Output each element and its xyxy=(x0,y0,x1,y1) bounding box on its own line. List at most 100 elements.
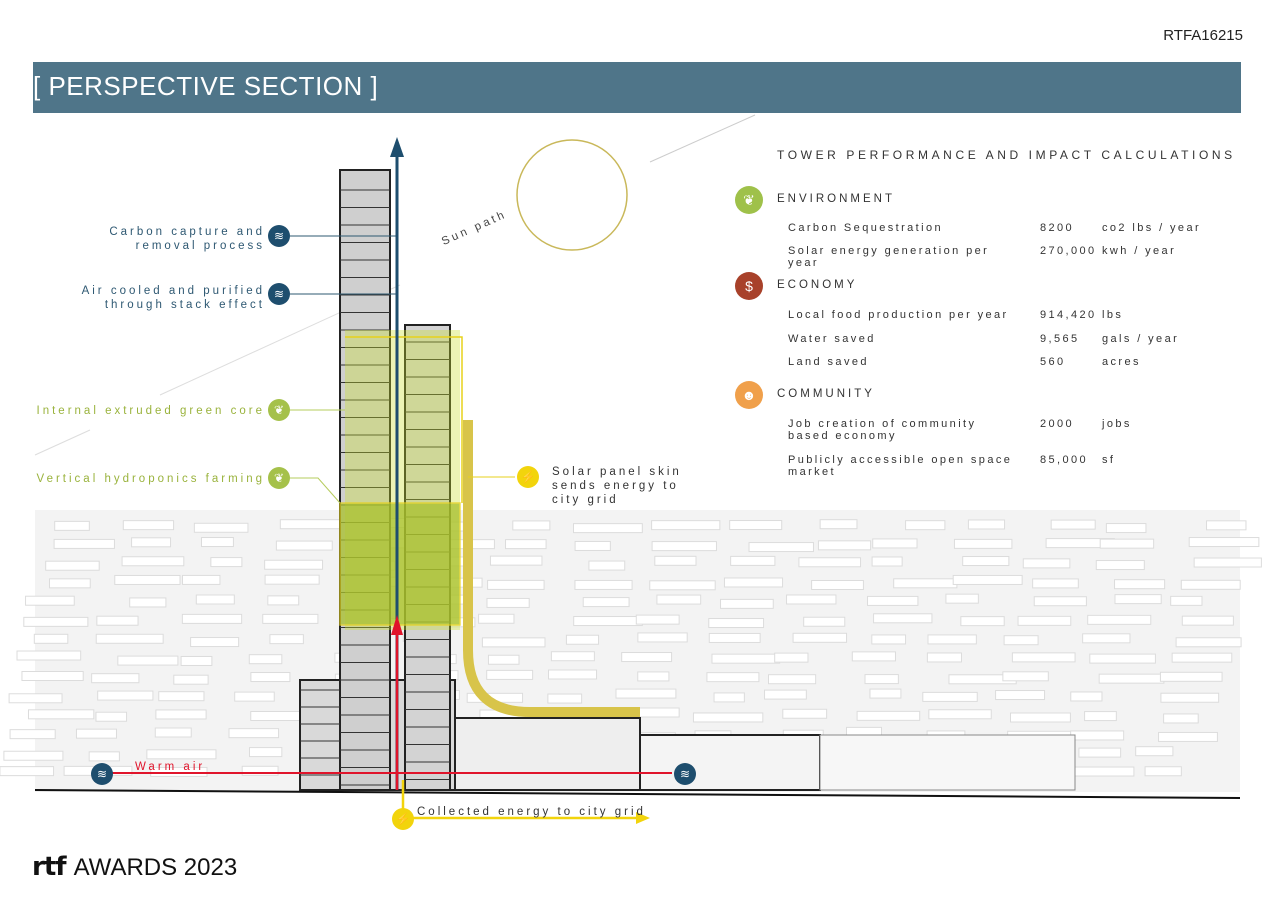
header-bar: [ PERSPECTIVE SECTION ] xyxy=(33,62,1241,113)
city-block xyxy=(713,692,745,703)
city-block xyxy=(264,559,324,570)
metric-value: 914,420 xyxy=(1040,309,1097,321)
city-block xyxy=(75,728,117,739)
city-block xyxy=(1078,747,1122,758)
metric-name: Local food production per year xyxy=(788,309,1009,321)
city-block xyxy=(864,674,899,685)
city-block xyxy=(851,651,896,662)
city-block xyxy=(1170,595,1203,606)
city-block xyxy=(792,632,848,643)
city-block xyxy=(486,597,530,608)
metric-unit: co2 lbs / year xyxy=(1102,222,1202,234)
city-block xyxy=(905,520,946,531)
city-block xyxy=(117,655,179,666)
city-block xyxy=(9,729,56,740)
city-block xyxy=(1171,652,1233,663)
ground-line xyxy=(34,789,1241,799)
city-block xyxy=(550,651,595,662)
wind-icon: ≋ xyxy=(674,763,696,785)
city-block xyxy=(180,655,213,666)
city-block xyxy=(121,556,185,567)
city-block xyxy=(774,652,809,663)
lightning-icon: ⚡ xyxy=(392,808,414,830)
city-block xyxy=(637,671,670,682)
city-block xyxy=(856,710,921,721)
city-block xyxy=(27,709,95,720)
city-block xyxy=(1082,633,1131,644)
city-block xyxy=(651,541,717,552)
city-block xyxy=(1144,766,1182,777)
city-block xyxy=(649,580,716,591)
city-block xyxy=(730,555,776,566)
city-block xyxy=(155,709,207,720)
city-block xyxy=(635,707,680,718)
city-block xyxy=(953,538,1013,549)
footer-text: AWARDS 2023 xyxy=(73,854,238,881)
sun-path-line xyxy=(649,114,756,163)
city-block xyxy=(158,691,205,702)
city-block xyxy=(1114,579,1166,590)
performance-title: TOWER PERFORMANCE AND IMPACT CALCULATION… xyxy=(777,148,1236,162)
arcade-building xyxy=(819,734,1076,791)
city-block xyxy=(1175,637,1242,648)
city-block xyxy=(817,540,872,551)
city-block xyxy=(181,613,243,624)
city-block xyxy=(1084,711,1117,722)
city-block xyxy=(195,594,235,605)
city-block xyxy=(201,537,234,548)
city-block xyxy=(190,637,240,648)
leaf-icon: ❦ xyxy=(268,399,290,421)
city-block xyxy=(1099,538,1155,549)
city-block xyxy=(505,539,547,550)
section-heading: ENVIRONMENT xyxy=(777,193,895,205)
city-block xyxy=(1181,615,1234,626)
city-block xyxy=(1002,671,1049,682)
city-block xyxy=(1105,523,1147,534)
city-block xyxy=(1114,594,1162,605)
city-block xyxy=(729,520,783,531)
label-warm-air: Warm air xyxy=(135,761,206,773)
city-block xyxy=(1095,560,1145,571)
city-block xyxy=(21,671,84,682)
metric-unit: jobs xyxy=(1102,418,1132,430)
city-block xyxy=(1070,691,1103,702)
city-block xyxy=(264,574,320,585)
city-block xyxy=(1003,635,1039,646)
city-block xyxy=(548,669,598,680)
city-block xyxy=(97,690,154,701)
city-block xyxy=(927,634,977,645)
city-block xyxy=(249,747,283,758)
city-context xyxy=(0,510,1262,792)
city-block xyxy=(1032,578,1079,589)
city-block xyxy=(122,520,175,531)
city-block xyxy=(193,522,249,533)
money-hands-icon: $ xyxy=(735,272,763,300)
page-title: [ PERSPECTIVE SECTION ] xyxy=(33,71,379,101)
city-block xyxy=(267,595,300,606)
market-hall xyxy=(454,717,641,791)
city-block xyxy=(210,557,243,568)
city-block xyxy=(967,519,1006,530)
city-block xyxy=(706,672,760,683)
city-block xyxy=(922,691,978,702)
city-block xyxy=(1087,614,1152,625)
city-block xyxy=(1070,730,1125,741)
city-block xyxy=(1017,615,1072,626)
leaf-icon: ❦ xyxy=(268,467,290,489)
lightning-icon: ⚡ xyxy=(517,466,539,488)
city-block xyxy=(23,616,89,627)
city-block xyxy=(708,618,765,629)
city-block xyxy=(582,597,630,608)
city-block xyxy=(1135,746,1174,757)
metric-value: 8200 xyxy=(1040,222,1075,234)
city-block xyxy=(573,523,643,534)
city-block xyxy=(952,574,1023,585)
label-hydroponics: Vertical hydroponics farming xyxy=(36,473,265,485)
city-block xyxy=(1022,558,1071,569)
city-block xyxy=(150,766,208,777)
city-block xyxy=(565,634,600,645)
metric-name: Land saved xyxy=(788,356,869,368)
city-block xyxy=(269,634,304,645)
city-block xyxy=(893,578,958,589)
city-block xyxy=(723,577,784,588)
